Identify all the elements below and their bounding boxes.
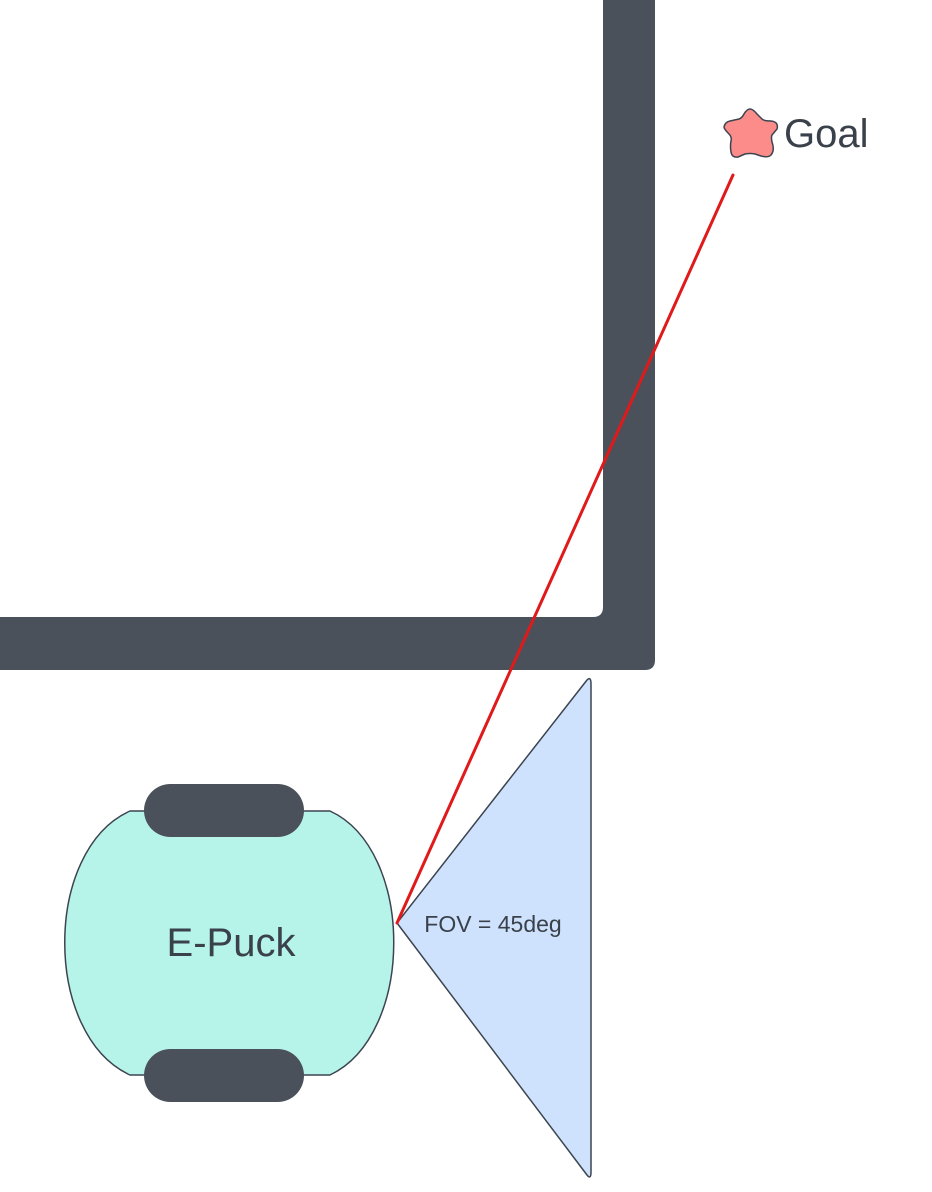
star-icon [723, 108, 779, 158]
robot-body [64, 810, 395, 1076]
fov-label: FOV = 45deg [424, 911, 561, 937]
goal-label: Goal [784, 112, 869, 156]
robot-wheel-top [144, 784, 304, 837]
e-puck-robot: E-Puck [64, 784, 395, 1102]
goal-ray [395, 173, 735, 925]
fov-cone [396, 677, 592, 1178]
robot-wheel-bottom [144, 1049, 304, 1102]
robot-label: E-Puck [167, 921, 297, 965]
